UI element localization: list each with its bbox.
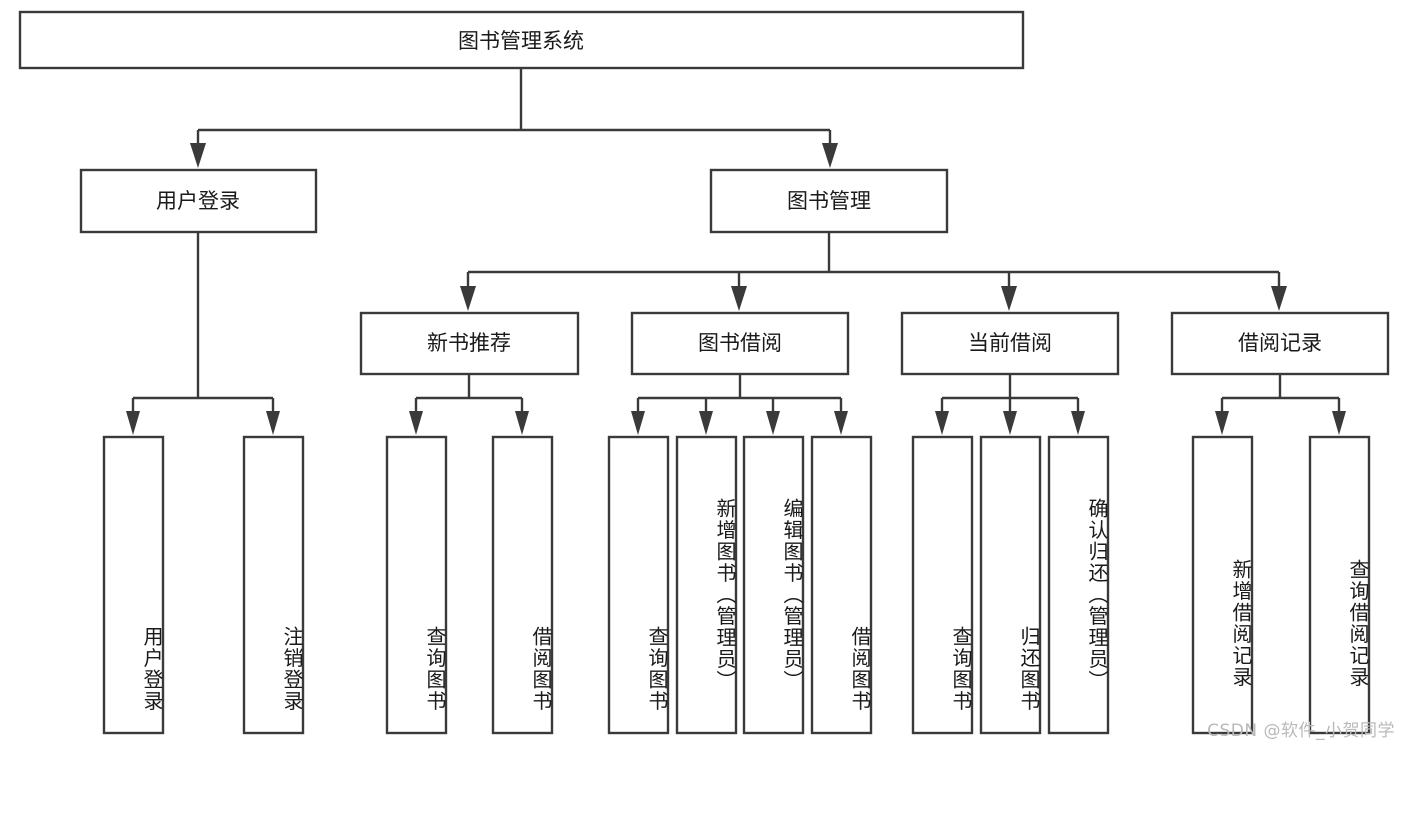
- leaf-box-confirm-return[interactable]: [1047, 435, 1110, 735]
- connector-bookmanage-to-level3: [460, 232, 1287, 311]
- leaf-box-add-book[interactable]: [675, 435, 738, 735]
- flowchart-svg: 图书管理系统 用户登录 图书管理 新书推荐 图书借阅 当前借阅 借阅记录: [18, 10, 1390, 735]
- leaf-box-return-book[interactable]: [979, 435, 1042, 735]
- node-book-manage-label: 图书管理: [787, 189, 871, 213]
- leaf-box-borrow-book-1[interactable]: [491, 435, 554, 735]
- watermark-text: CSDN @软件_小贺同学: [1207, 721, 1395, 741]
- connector-userlogin-to-leaves: [126, 232, 280, 435]
- leaf-box-borrow-book-2[interactable]: [810, 435, 873, 735]
- leaf-box-logout[interactable]: [242, 435, 305, 735]
- leaf-box-query-book-3[interactable]: [911, 435, 974, 735]
- node-new-book-rec[interactable]: 新书推荐: [359, 311, 580, 376]
- node-book-borrow[interactable]: 图书借阅: [630, 311, 850, 376]
- node-book-borrow-label: 图书借阅: [698, 331, 782, 355]
- leaf-box-query-record[interactable]: [1308, 435, 1371, 735]
- connector-borrowrecord-to-leaves: [1215, 374, 1346, 435]
- node-current-borrow[interactable]: 当前借阅: [900, 311, 1120, 376]
- connector-currentborrow-to-leaves: [935, 374, 1085, 435]
- leaf-box-query-book-2[interactable]: [607, 435, 670, 735]
- leaf-box-add-record[interactable]: [1191, 435, 1254, 735]
- flowchart-diagram: 图书管理系统 用户登录 图书管理 新书推荐 图书借阅 当前借阅 借阅记录: [18, 10, 1395, 741]
- node-root-label: 图书管理系统: [458, 29, 584, 53]
- node-borrow-record-label: 借阅记录: [1238, 331, 1322, 355]
- node-book-manage[interactable]: 图书管理: [709, 168, 949, 234]
- leaf-box-edit-book[interactable]: [742, 435, 805, 735]
- node-borrow-record[interactable]: 借阅记录: [1170, 311, 1390, 376]
- connector-bookborrow-to-leaves: [631, 374, 848, 435]
- node-new-book-rec-label: 新书推荐: [427, 331, 511, 355]
- node-root[interactable]: 图书管理系统: [18, 10, 1025, 70]
- leaf-box-user-login[interactable]: [102, 435, 165, 735]
- node-current-borrow-label: 当前借阅: [968, 331, 1052, 355]
- node-user-login[interactable]: 用户登录: [79, 168, 318, 234]
- connector-root-to-level2: [190, 68, 838, 168]
- leaf-box-query-book-1[interactable]: [385, 435, 448, 735]
- node-user-login-label: 用户登录: [156, 189, 240, 213]
- connector-newbook-to-leaves: [409, 374, 529, 435]
